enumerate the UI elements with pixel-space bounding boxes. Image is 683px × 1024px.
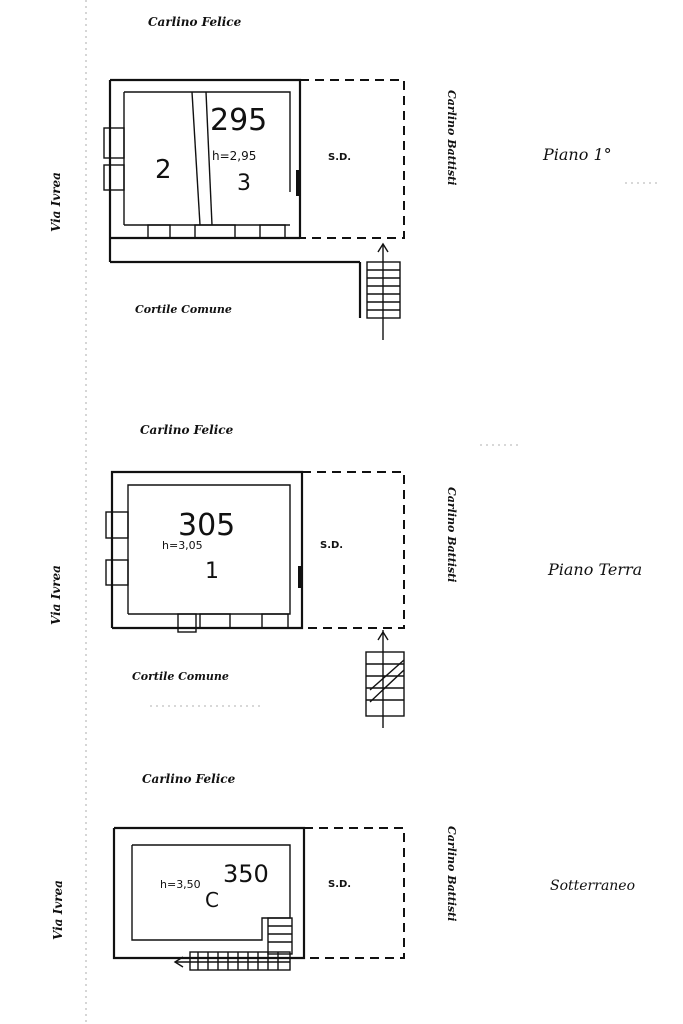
sd-area-outline — [304, 827, 405, 959]
window — [199, 613, 231, 629]
window — [147, 224, 171, 239]
sd-area-outline — [300, 79, 405, 239]
partition-wall — [205, 91, 213, 226]
room-number: 2 — [155, 155, 172, 185]
room-number: C — [205, 888, 219, 912]
floor-plan-piano-1: Carlino Felice Via Ivrea Carlino Battist… — [49, 15, 612, 340]
street-label-right: Carlino Battisti — [445, 487, 458, 582]
partition-wall — [191, 91, 201, 226]
outer-wall — [110, 78, 302, 238]
street-label-left: Via Ivrea — [51, 880, 65, 940]
sd-label: S.D. — [328, 879, 351, 890]
staircase — [365, 630, 405, 728]
room-height: h=3,50 — [160, 878, 201, 891]
street-label-top: Carlino Felice — [140, 423, 234, 437]
staircase — [366, 242, 401, 340]
sd-area-outline — [302, 471, 405, 629]
door — [298, 566, 303, 588]
window — [177, 613, 197, 633]
street-label-right: Carlino Battisti — [445, 90, 458, 185]
outer-wall — [110, 470, 304, 630]
room-height: h=3,05 — [162, 539, 203, 552]
courtyard-label: Cortile Comune — [135, 303, 232, 316]
room-number: 1 — [205, 559, 219, 584]
inner-wall — [131, 844, 291, 941]
outer-wall — [112, 826, 306, 960]
inner-wall — [124, 91, 291, 192]
window — [105, 559, 129, 586]
floor-title: Sotterraneo — [550, 878, 635, 894]
room-area: 295 — [210, 103, 267, 138]
courtyard-label: Cortile Comune — [132, 670, 229, 683]
street-label-top: Carlino Felice — [148, 15, 242, 29]
window — [259, 224, 286, 239]
floor-title: Piano Terra — [547, 560, 642, 579]
window — [194, 224, 236, 239]
floor-title: Piano 1° — [542, 145, 612, 164]
room-area: 350 — [223, 860, 269, 888]
door — [296, 170, 301, 196]
window — [261, 613, 289, 629]
street-label-left: Via Ivrea — [49, 172, 63, 232]
inner-wall — [127, 484, 291, 615]
room-area: 305 — [178, 508, 235, 543]
floor-plan-sotterraneo: Carlino Felice Via Ivrea Carlino Battist… — [51, 772, 635, 971]
street-label-right: Carlino Battisti — [445, 826, 458, 921]
window — [103, 127, 125, 159]
street-label-left: Via Ivrea — [49, 565, 63, 625]
sd-label: S.D. — [328, 152, 351, 163]
window — [103, 164, 125, 191]
room-number: 3 — [237, 171, 251, 196]
floor-plan-piano-terra: Carlino Felice Via Ivrea Carlino Battist… — [49, 423, 642, 728]
room-height: h=2,95 — [212, 149, 256, 163]
street-label-top: Carlino Felice — [142, 772, 236, 786]
sd-label: S.D. — [320, 540, 343, 551]
staircase — [173, 917, 293, 971]
window — [105, 511, 129, 539]
